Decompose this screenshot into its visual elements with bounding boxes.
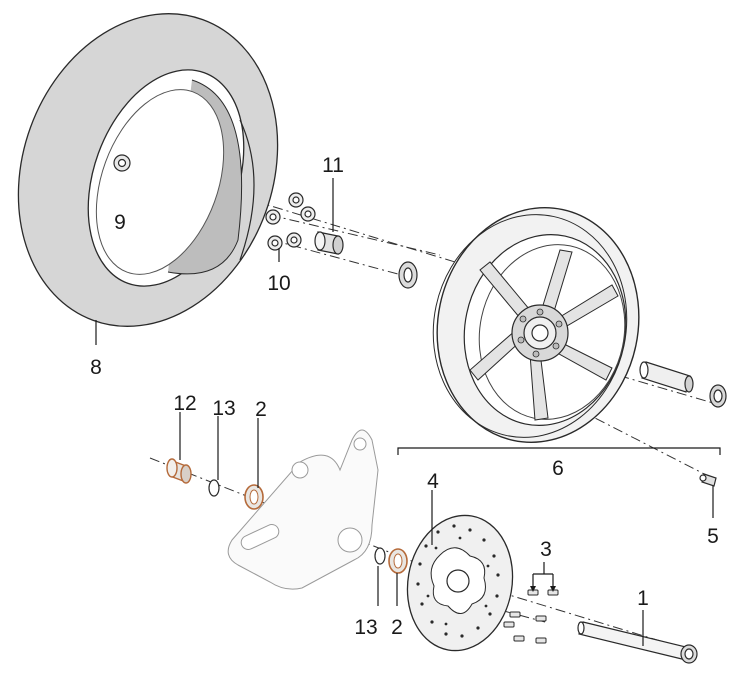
leader-3 — [532, 562, 554, 588]
callout-2-upper: 2 — [255, 398, 267, 421]
callout-5: 5 — [707, 525, 719, 548]
axle — [577, 621, 698, 664]
callout-13-lower: 13 — [354, 616, 377, 639]
brake-disc — [406, 514, 514, 652]
callout-2-lower: 2 — [391, 616, 403, 639]
nut-group-10 — [265, 192, 316, 251]
seal-right — [709, 384, 727, 408]
valve — [699, 473, 717, 487]
callout-11: 11 — [322, 154, 344, 177]
callout-3: 3 — [540, 538, 552, 561]
callout-12: 12 — [173, 392, 196, 415]
spacer-2-upper — [244, 484, 264, 510]
callout-6: 6 — [552, 457, 564, 480]
axis-line-upper — [119, 159, 456, 263]
callout-8: 8 — [90, 356, 102, 379]
callout-1: 1 — [637, 587, 649, 610]
washer-13-lower — [374, 547, 386, 565]
bearing — [398, 261, 418, 289]
rim — [432, 207, 640, 443]
axis-line-bolt — [499, 609, 546, 623]
callout-13-upper: 13 — [212, 397, 235, 420]
spacer-11 — [314, 231, 344, 255]
axis-line-spacers-1 — [269, 214, 441, 256]
bolts-3 — [503, 589, 559, 644]
caliper-bracket — [227, 429, 379, 590]
bracket-6 — [397, 447, 721, 455]
nut-9 — [113, 154, 131, 172]
tire — [17, 13, 279, 327]
spacer-2-lower — [388, 548, 408, 574]
leader-lines — [95, 178, 714, 646]
callout-4: 4 — [427, 470, 439, 493]
collar-12 — [166, 458, 192, 484]
callout-labels: 8 9 10 11 6 5 12 13 2 4 3 1 13 2 — [90, 154, 719, 639]
callout-10: 10 — [267, 272, 290, 295]
axle-spacer — [639, 361, 694, 393]
caliper-bracket-holes — [240, 437, 367, 553]
washer-13-upper — [208, 479, 220, 497]
callout-9: 9 — [114, 211, 126, 234]
